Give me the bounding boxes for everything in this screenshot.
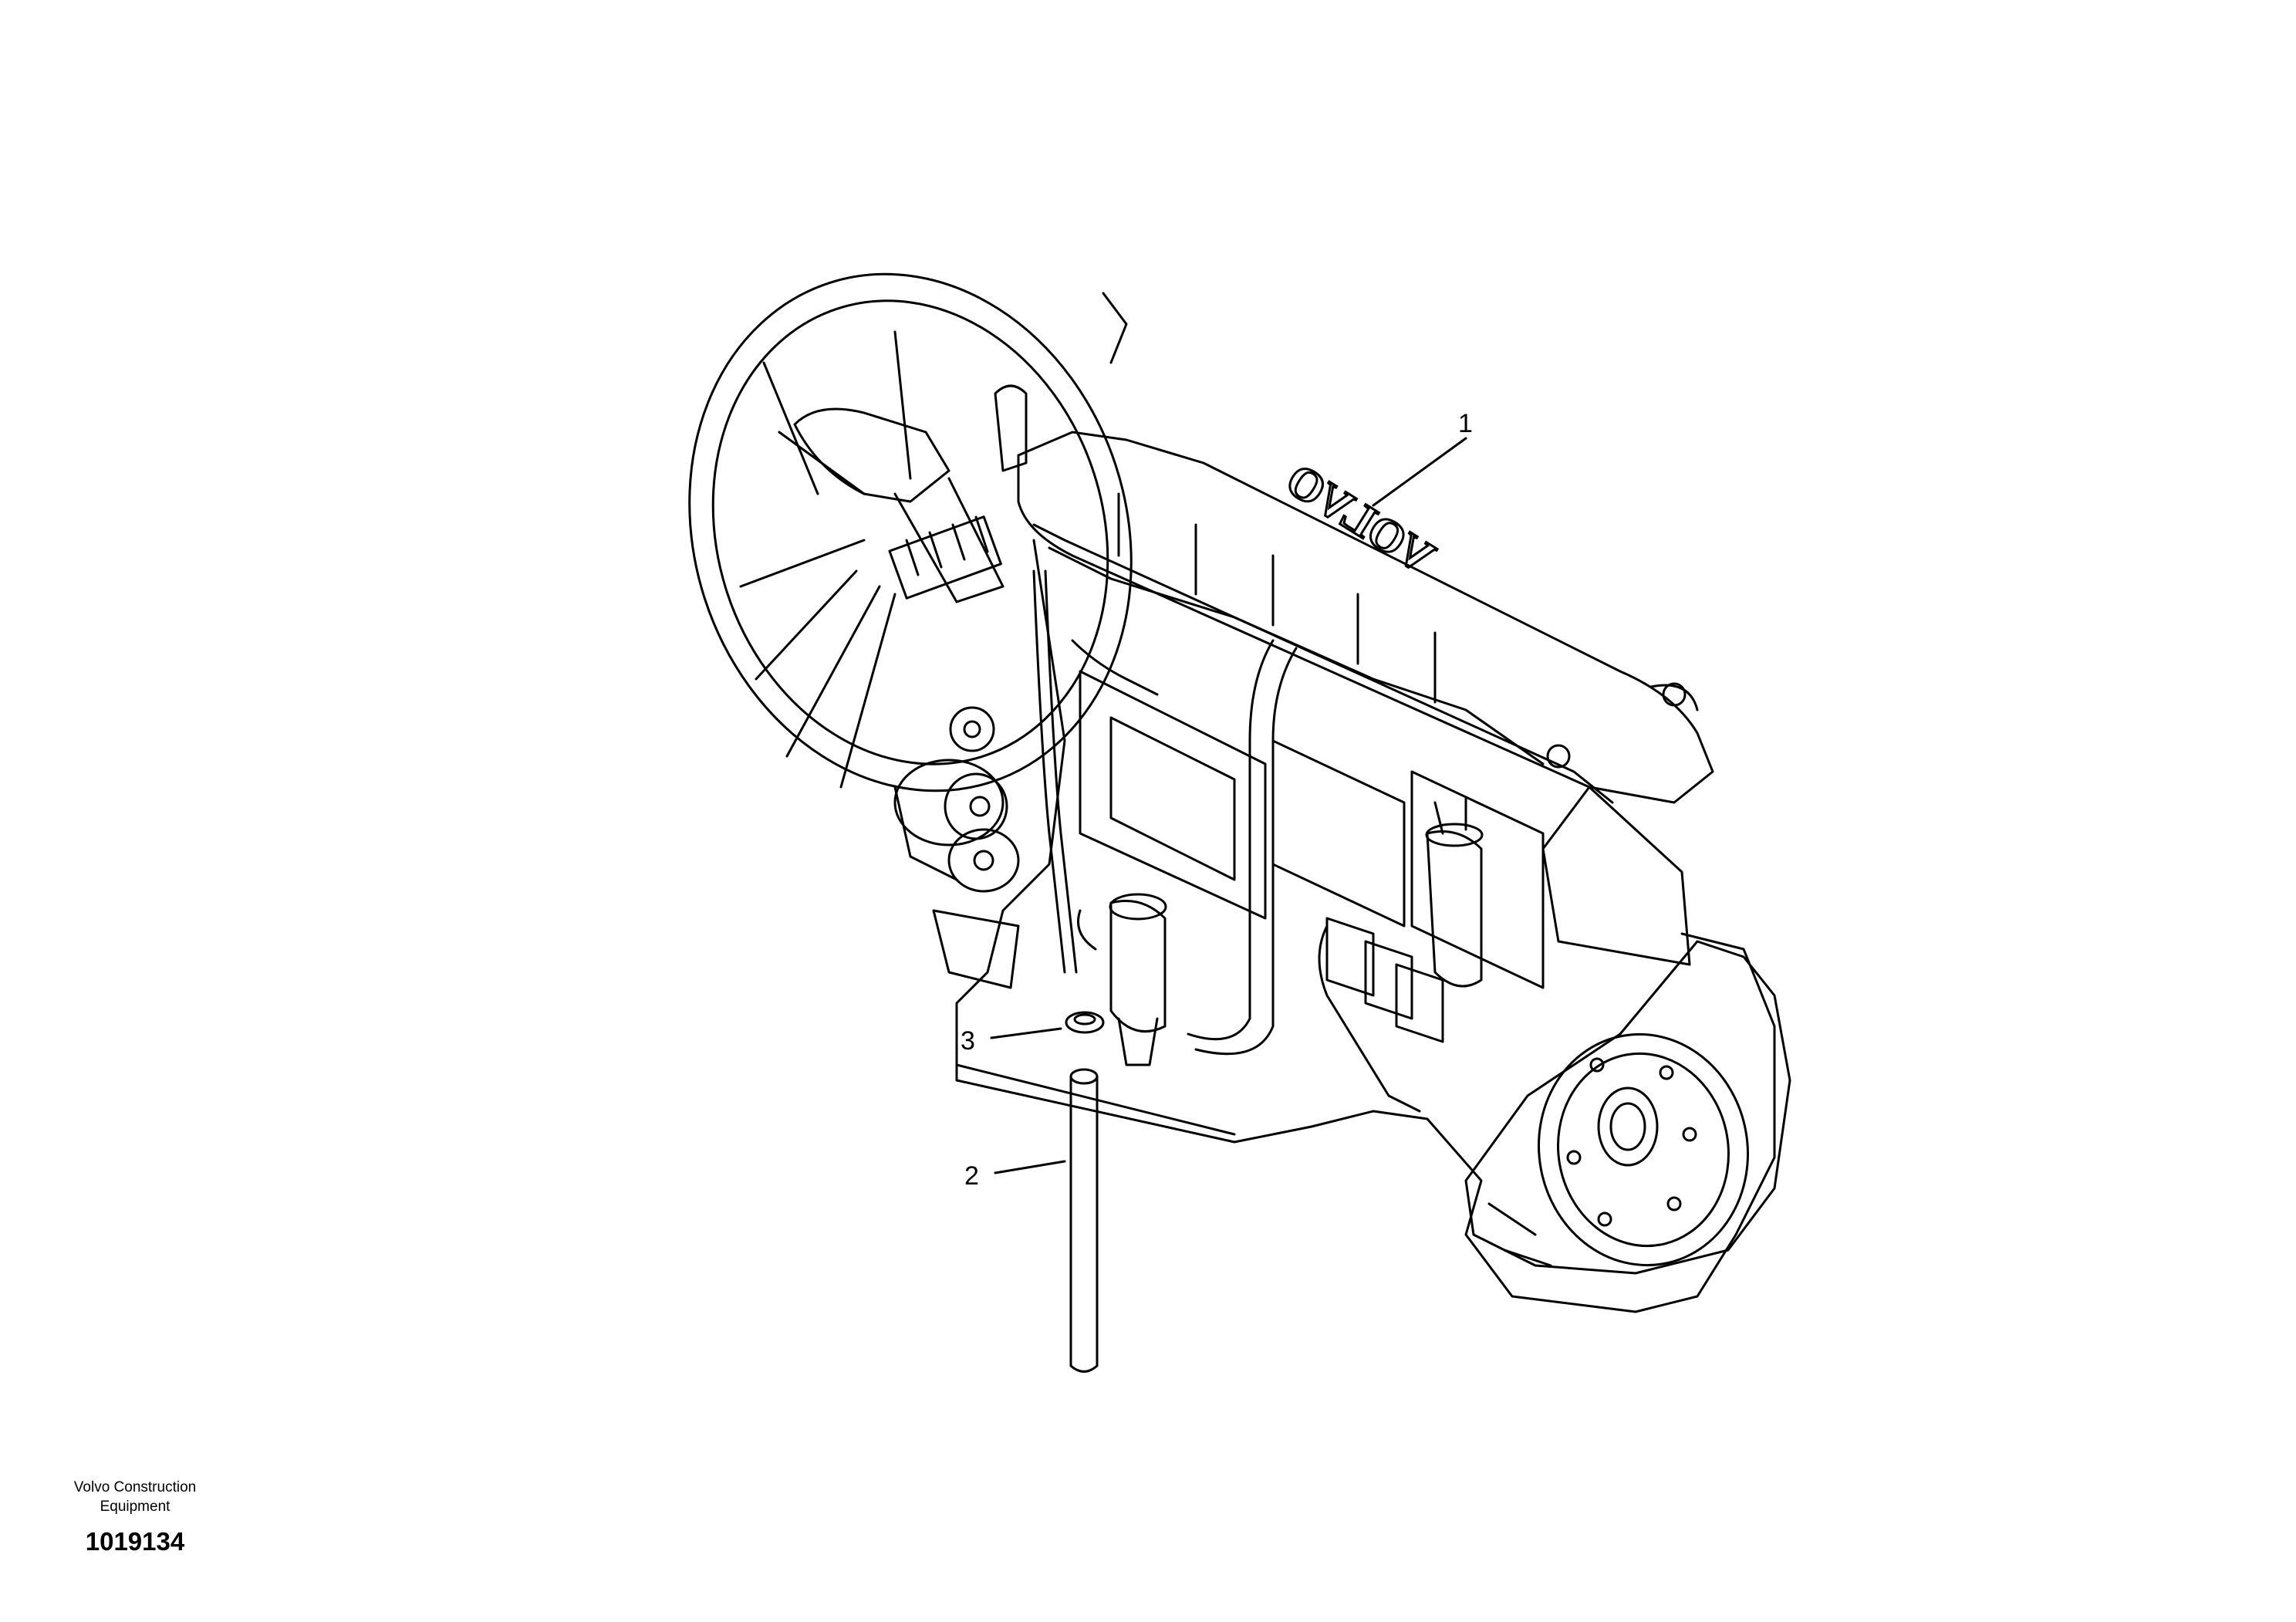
flywheel-housing [1464, 940, 1791, 1275]
callout-label-3: 3 [961, 1026, 975, 1056]
air-intake-duct [793, 384, 1028, 603]
fuel-filter [1425, 797, 1484, 988]
callout-label-2: 2 [964, 1161, 979, 1191]
injector-blocks [1325, 917, 1444, 1043]
callout-label-1: 1 [1458, 409, 1473, 438]
leader-line-1 [1372, 437, 1467, 507]
part-3-grommet [1065, 1011, 1105, 1034]
valve-cover [1017, 431, 1714, 966]
manufacturer-line-2: Equipment [100, 1499, 171, 1515]
leader-line-2 [994, 1160, 1066, 1174]
alternator [893, 706, 1020, 989]
fuel-lines [1032, 569, 1421, 1113]
manufacturer-line-1: Volvo Construction [73, 1479, 197, 1495]
leader-lines [990, 437, 1467, 1174]
drawing-footer: Volvo Construction Equipment 1019134 [31, 1478, 239, 1556]
leader-line-3 [990, 1027, 1062, 1039]
drawing-number: 1019134 [85, 1527, 185, 1556]
part-2-tube [1069, 1068, 1099, 1373]
starter-motor [1077, 893, 1167, 1066]
